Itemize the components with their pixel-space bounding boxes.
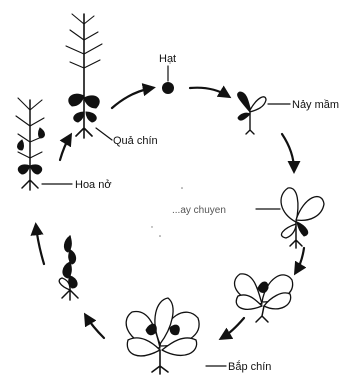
transition-stage: ...ay chuyen — [172, 188, 324, 248]
ripe-fruit-label: Quả chín — [113, 135, 158, 147]
transition-label: ...ay chuyen — [172, 205, 226, 216]
seed-dot — [162, 82, 174, 94]
arrow-transition-to-mature — [296, 248, 304, 272]
arrow-harvest-to-bolting — [86, 316, 104, 338]
arrow-seed-to-germination — [190, 88, 228, 96]
harvest-label: Bắp chín — [228, 360, 271, 373]
mature-plant-stage — [235, 274, 293, 322]
bolting-stage — [59, 236, 78, 300]
seed-stage: Hạt — [159, 53, 176, 94]
arrow-fruit-to-seed — [112, 88, 152, 108]
flowering-stage: Hoa nở — [16, 98, 112, 191]
arrow-bolting-to-flowering — [36, 226, 44, 264]
arrow-flowering-to-fruit — [60, 136, 70, 160]
seed-label: Hạt — [159, 53, 176, 65]
germination-label: Nảy mầm — [292, 99, 339, 111]
arrow-germination-to-transition — [282, 134, 294, 170]
flowering-label: Hoa nở — [75, 179, 112, 191]
arrow-mature-to-harvest — [222, 318, 244, 338]
ripe-fruit-stage: Quả chín — [66, 14, 158, 147]
germination-stage: Nảy mầm — [238, 92, 339, 134]
